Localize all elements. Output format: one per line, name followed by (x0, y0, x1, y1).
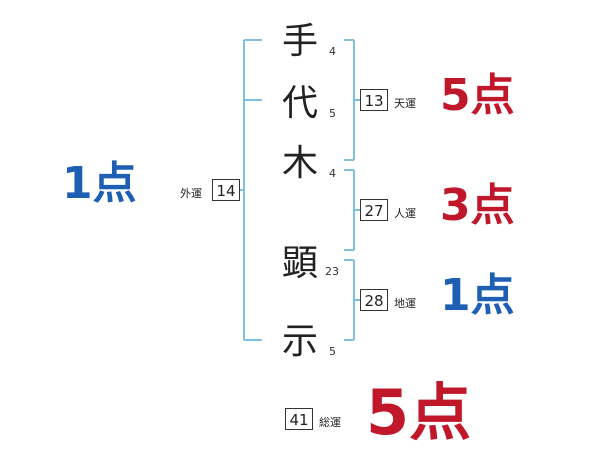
jinun-value: 27 (360, 199, 388, 221)
souun-score: 5点 (366, 376, 472, 449)
tenun-value: 13 (360, 89, 388, 111)
name-char-1: 手 (282, 21, 319, 62)
chiun-bracket (344, 259, 360, 341)
souun-value: 41 (285, 408, 313, 430)
gaiun-value: 14 (212, 179, 240, 201)
jinun-score: 3点 (440, 180, 515, 231)
chiun-score: 1点 (440, 270, 515, 321)
name-char-2: 代 (282, 83, 319, 124)
stroke-count-2: 5 (329, 107, 336, 120)
jinun-label: 人運 (394, 207, 416, 220)
gaiun-label: 外運 (180, 187, 202, 200)
tenun-label: 天運 (394, 97, 416, 110)
stroke-count-3: 4 (329, 167, 336, 180)
chiun-value: 28 (360, 289, 388, 311)
chiun-label: 地運 (394, 297, 416, 310)
stroke-count-1: 4 (329, 45, 336, 58)
tenun-score: 5点 (440, 70, 515, 121)
gaiun-bracket (238, 39, 262, 341)
stroke-count-4: 23 (325, 265, 339, 278)
name-char-3: 木 (282, 143, 319, 184)
name-char-5: 示 (282, 321, 319, 362)
jinun-bracket (344, 169, 360, 251)
gaiun-score: 1点 (62, 158, 137, 209)
name-char-4: 顕 (282, 243, 319, 284)
souun-label: 総運 (319, 416, 341, 429)
stroke-count-5: 5 (329, 345, 336, 358)
tenun-bracket (344, 39, 360, 161)
